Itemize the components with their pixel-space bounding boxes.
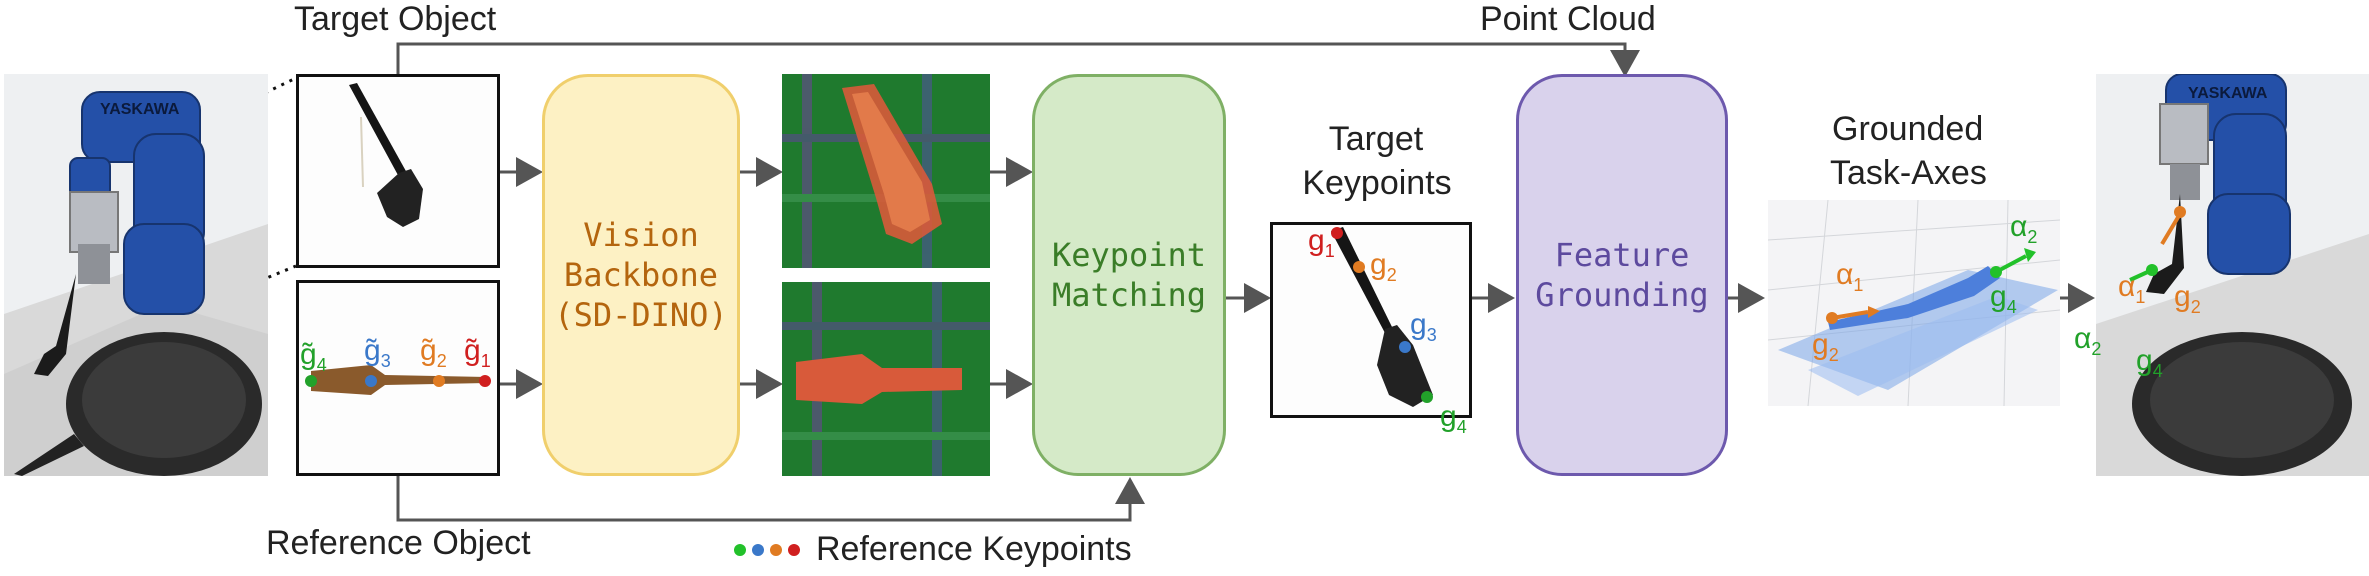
ref-keypoint-g4: g̃4	[300, 338, 327, 375]
reference-spatula-photo	[299, 283, 497, 473]
ref-keypoint-g1: g̃1	[464, 334, 491, 371]
reference-keypoints-connector	[396, 476, 1145, 522]
vision-backbone-line3: (SD-DINO)	[554, 296, 728, 334]
feature-heatmap-reference	[782, 282, 990, 476]
target-keypoints-image	[1270, 222, 1472, 418]
target-keypoint-g2: g2	[1370, 248, 1397, 285]
vision-backbone-block: Vision Backbone (SD-DINO)	[542, 74, 740, 476]
target-keypoint-g1: g1	[1308, 224, 1335, 261]
feature-grounding-line2: Grounding	[1535, 276, 1709, 314]
target-keypoints-photo	[1273, 225, 1469, 415]
legend-dot-blue	[752, 544, 764, 556]
target-keypoint-g4: g4	[1440, 400, 1467, 437]
svg-text:YASKAWA: YASKAWA	[100, 101, 180, 118]
legend-dot-green	[734, 544, 746, 556]
grounded-task-axes-line2: Task-Axes	[1830, 154, 1987, 192]
target-object-label: Target Object	[294, 0, 497, 38]
point-cloud-connector	[396, 42, 1640, 77]
target-object-image	[296, 74, 500, 268]
legend-dot-red	[788, 544, 800, 556]
axis-alpha1-label: α1	[1836, 258, 1864, 295]
target-keypoints-label-line1: Target	[1328, 120, 1424, 158]
target-spatula-photo	[299, 77, 497, 265]
legend-dot-orange	[770, 544, 782, 556]
vision-backbone-line2: Backbone	[563, 256, 719, 294]
result-axis-alpha1-label: α1	[2118, 270, 2146, 307]
reference-object-label: Reference Object	[266, 524, 531, 562]
grounded-keypoint-g2: g2	[1812, 328, 1839, 365]
point-cloud-label: Point Cloud	[1480, 0, 1656, 38]
feature-grounding-line1: Feature	[1554, 236, 1690, 274]
vision-backbone-line1: Vision	[583, 216, 699, 254]
feature-grounding-block: Feature Grounding	[1516, 74, 1728, 476]
keypoint-matching-block: Keypoint Matching	[1032, 74, 1226, 476]
grounded-task-axes-line1: Grounded	[1832, 110, 1984, 148]
axis-alpha2-label: α2	[2010, 210, 2038, 247]
point-cloud-plot	[1768, 200, 2060, 406]
svg-text:YASKAWA: YASKAWA	[2188, 85, 2268, 102]
result-keypoint-g4: g4	[2136, 344, 2163, 381]
result-axis-alpha2-label: α2	[2074, 322, 2102, 359]
reference-keypoints-dots	[734, 544, 800, 556]
keypoint-matching-line2: Matching	[1051, 276, 1207, 314]
ref-keypoint-g2: g̃2	[420, 334, 447, 371]
target-keypoints-label-line2: Keypoints	[1302, 164, 1452, 202]
result-keypoint-g2: g2	[2174, 280, 2201, 317]
robot-scene-photo: YASKAWA	[4, 74, 268, 476]
feature-heatmap-target	[782, 74, 990, 268]
target-keypoint-g3: g3	[1410, 308, 1437, 345]
robot-result-photo: YASKAWA	[2096, 74, 2369, 476]
reference-object-image	[296, 280, 500, 476]
ref-keypoint-g3: g̃3	[364, 334, 391, 371]
reference-keypoints-label: Reference Keypoints	[816, 530, 1132, 568]
keypoint-matching-line1: Keypoint	[1051, 236, 1207, 274]
grounded-keypoint-g4: g4	[1990, 280, 2017, 317]
